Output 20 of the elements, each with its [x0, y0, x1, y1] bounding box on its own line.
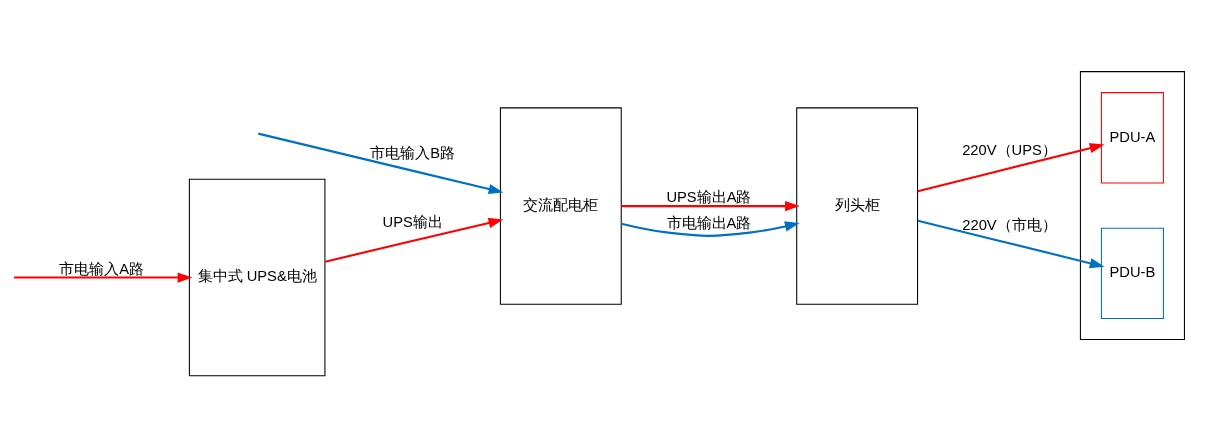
node-box: PDU-A	[1100, 91, 1164, 183]
edge-label: 市电输入B路	[370, 144, 456, 161]
edge-label: UPS输出A路	[666, 188, 752, 205]
node-box: 交流配电柜	[499, 106, 622, 305]
node-box: 集中式 UPS&电池	[188, 178, 326, 376]
arrow	[258, 132, 504, 194]
arrow	[324, 217, 504, 263]
arrow	[14, 271, 193, 283]
arrow	[917, 142, 1105, 192]
edge-label: 市电输入A路	[59, 260, 145, 277]
edge-label: 市电输出A路	[666, 214, 752, 231]
arrow	[621, 200, 800, 211]
node-box: PDU-B	[1100, 227, 1164, 319]
node-box: 列头柜	[796, 106, 919, 305]
cluster	[1079, 70, 1185, 340]
edge-label: UPS输出	[382, 213, 443, 230]
edge-label: 220V（UPS）	[962, 141, 1057, 158]
edge-label: 220V（市电）	[962, 216, 1057, 233]
arrow	[917, 219, 1105, 268]
arrow	[621, 220, 800, 237]
